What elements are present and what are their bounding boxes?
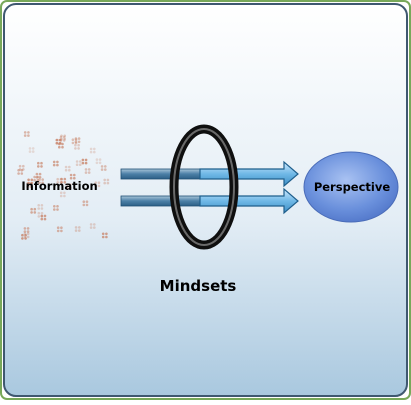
information-dot [66, 183, 72, 190]
information-dot [74, 226, 81, 232]
information-dot [64, 165, 71, 172]
information-dot [30, 207, 37, 214]
perspective-ellipse [303, 151, 399, 223]
information-dot [82, 200, 89, 207]
information-dot [23, 232, 30, 239]
information-dot [74, 143, 80, 150]
information-dot [40, 214, 47, 221]
information-dot [28, 147, 35, 153]
arrow-bottom [120, 187, 299, 215]
information-dot [59, 191, 66, 198]
information-dot-cloud [17, 131, 110, 240]
arrow-bottom-shaft [120, 195, 204, 207]
information-dot [71, 138, 78, 145]
information-dot [89, 147, 96, 154]
information-dot [37, 204, 44, 210]
information-dot [81, 158, 88, 165]
information-dot [60, 177, 67, 184]
perspective-label: Perspective [313, 180, 391, 194]
mindsets-label: Mindsets [159, 277, 237, 295]
lens-ring-highlight [173, 128, 235, 246]
information-dot [35, 172, 42, 179]
information-dot [53, 205, 59, 211]
information-dot [37, 161, 43, 168]
information-dot [26, 182, 33, 188]
information-dot [101, 232, 108, 239]
arrow-top-head [199, 160, 299, 188]
arrow-top-shaft [120, 168, 204, 180]
information-dot [59, 135, 66, 142]
information-dot [21, 233, 27, 240]
information-dot [95, 158, 102, 165]
information-dot [89, 223, 96, 229]
arrow-top [120, 160, 299, 188]
information-dot [17, 169, 24, 175]
information-dot [103, 178, 110, 185]
information-dot [56, 177, 63, 184]
mindsets-lens-ring [169, 124, 239, 250]
information-dot [75, 160, 82, 166]
information-dot [74, 137, 81, 144]
information-dot [23, 131, 30, 137]
information-dot [100, 165, 107, 171]
arrow-bottom-head [199, 187, 299, 215]
information-label: Information [21, 179, 98, 193]
information-dot [56, 226, 63, 233]
information-dot [94, 181, 101, 188]
information-dot [69, 173, 76, 180]
information-dot [23, 227, 30, 233]
information-dot [84, 168, 91, 174]
information-dot [58, 142, 64, 149]
information-dot [60, 134, 66, 141]
information-dot [52, 160, 59, 167]
